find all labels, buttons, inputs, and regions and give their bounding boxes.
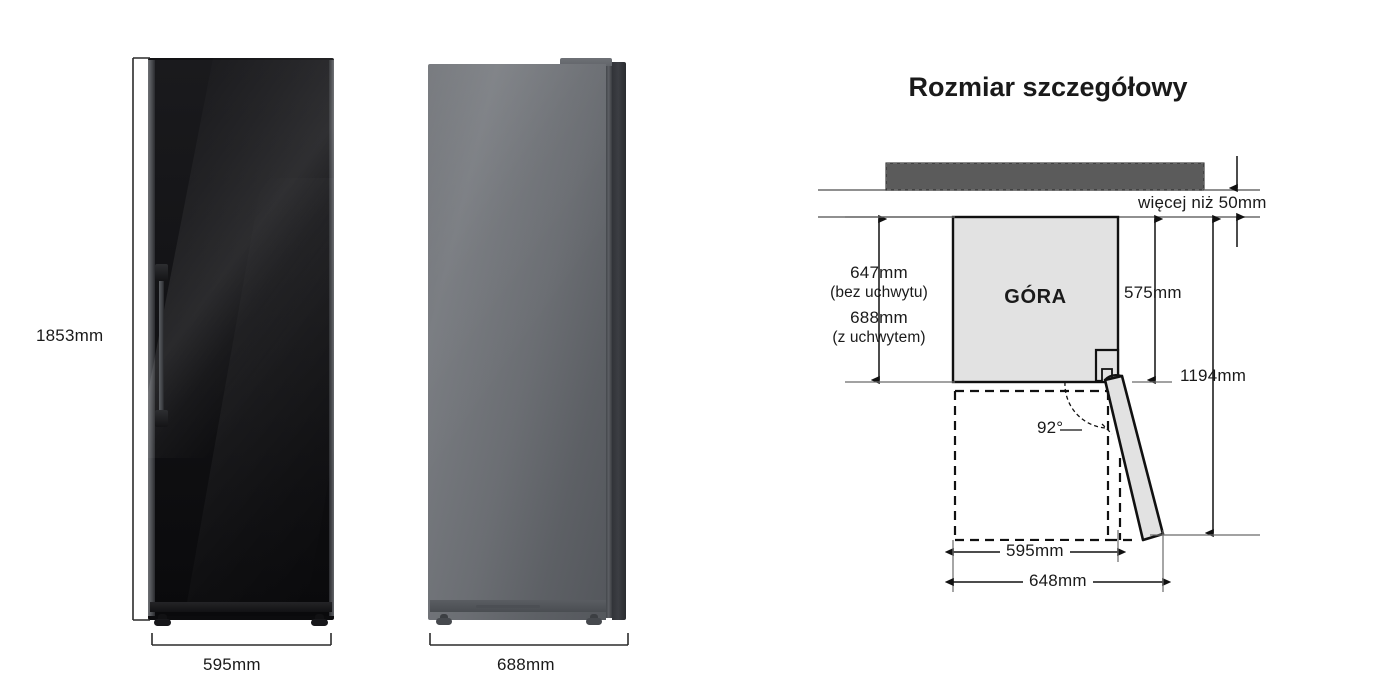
front-height-dimension	[132, 57, 150, 621]
door-hinge-block	[1094, 348, 1120, 383]
front-view-product	[135, 18, 382, 626]
page-title: Rozmiar szczegółowy	[888, 72, 1208, 103]
side-width-label: 688mm	[497, 655, 555, 674]
bottom-width-label-648: 648mm	[1023, 571, 1093, 591]
side-vent	[476, 605, 540, 608]
front-left-foot	[154, 614, 171, 626]
footprint-box-label: GÓRA	[1004, 286, 1067, 308]
front-glass-panel	[155, 60, 329, 616]
depth-with-handle-block: 688mm (z uchwytem)	[803, 308, 955, 347]
depth-no-handle-block: 647mm (bez uchwytu)	[803, 263, 955, 302]
front-right-foot	[311, 614, 328, 626]
door-handle	[159, 266, 164, 423]
depth-no-handle-value: 647mm	[850, 263, 908, 282]
depth-dimension-line	[845, 214, 955, 385]
front-plinth	[150, 602, 332, 612]
bottom-width-label-595: 595mm	[1000, 541, 1070, 561]
depth-with-handle-note: (z uchwytem)	[832, 329, 926, 346]
door-swing-footprint	[953, 389, 1110, 542]
front-left-edge	[148, 60, 155, 616]
door-angle-arc	[1060, 381, 1113, 435]
appliance-footprint-box	[951, 215, 1120, 384]
front-width-dimension	[151, 633, 332, 646]
clearance-label: więcej niż 50mm	[1138, 193, 1267, 212]
body-depth-label: 575mm	[1124, 283, 1182, 302]
front-width-label: 595mm	[203, 655, 261, 674]
door-handle-bottom-cap	[155, 410, 168, 427]
overhead-cabinet-bar	[885, 162, 1205, 191]
depth-no-handle-note: (bez uchwytu)	[830, 284, 928, 301]
side-right-foot	[586, 614, 602, 625]
side-rear-panel	[612, 62, 626, 620]
open-door-depth-dimension-line	[1150, 214, 1260, 538]
door-thickness-dashed-line	[1108, 458, 1132, 542]
open-door-depth-label: 1194mm	[1180, 366, 1247, 385]
front-right-edge	[329, 60, 334, 616]
side-door-seam	[606, 66, 612, 618]
door-angle-label: 92°	[1037, 418, 1064, 437]
side-left-foot	[436, 614, 452, 625]
page-title-text: Rozmiar szczegółowy	[908, 72, 1188, 102]
door-handle-top-cap	[155, 264, 168, 281]
body-depth-dimension-line	[1132, 214, 1172, 385]
depth-with-handle-value: 688mm	[850, 308, 908, 327]
side-width-dimension	[429, 633, 629, 646]
front-height-label: 1853mm	[36, 326, 104, 345]
open-door-panel	[1103, 374, 1165, 542]
side-body	[428, 64, 606, 620]
side-top-notch	[560, 58, 612, 68]
